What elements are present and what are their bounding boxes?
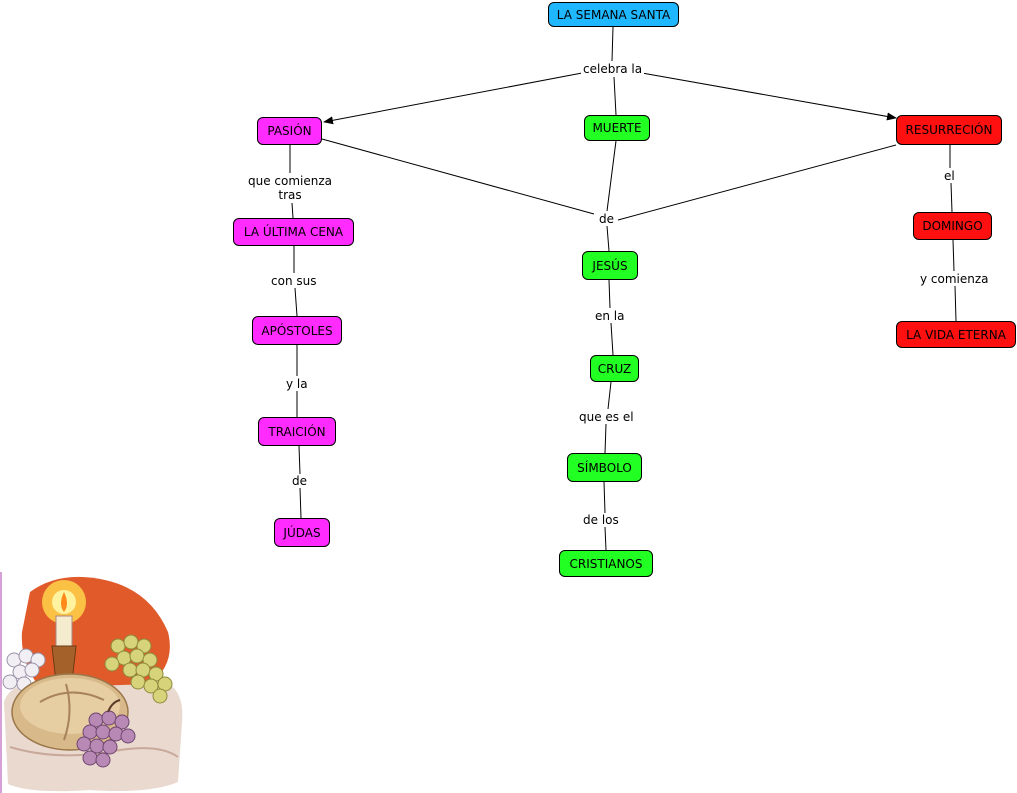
edge-quees-simbolo [604, 423, 607, 454]
edge-celebra-pasion [323, 72, 583, 125]
link-label-y-la: y la [284, 377, 310, 391]
link-label-de-los: de los [581, 513, 621, 527]
edge-de-jesus [606, 225, 610, 252]
last-supper-bread-grapes-candle-icon [0, 572, 183, 793]
edge-quecomienza-ultimacena [291, 202, 294, 219]
edge-resurreccion-de [617, 144, 897, 221]
edge-celebra-muerte [613, 76, 617, 116]
node-simbolo[interactable]: SÍMBOLO [567, 453, 642, 482]
edge-muerte-de [606, 140, 617, 212]
link-label-que-comienza-tras: que comienza tras [246, 174, 335, 202]
edge-semana-santa-celebra [611, 26, 614, 62]
link-label-que-es-el: que es el [577, 410, 636, 424]
node-la-ultima-cena[interactable]: LA ÚLTIMA CENA [233, 218, 354, 246]
node-muerte[interactable]: MUERTE [584, 115, 650, 141]
edge-ycomienza-vidaeterna [954, 285, 957, 322]
link-label-en-la: en la [593, 309, 627, 323]
node-jesus[interactable]: JESÚS [582, 251, 638, 280]
node-apostoles[interactable]: APÓSTOLES [252, 316, 342, 345]
edge-cruz-quees [607, 381, 612, 410]
link-label-celebra-la: celebra la [581, 62, 645, 76]
edge-pasion-de [321, 138, 595, 215]
link-label-y-comienza: y comienza [918, 272, 991, 286]
node-cristianos[interactable]: CRISTIANOS [559, 550, 653, 577]
edge-de-judas [299, 487, 302, 519]
node-judas[interactable]: JÚDAS [274, 518, 330, 547]
edge-domingo-ycomienza [952, 239, 955, 272]
link-label-de-jesus: de [597, 212, 616, 226]
node-la-semana-santa[interactable]: LA SEMANA SANTA [548, 2, 679, 27]
edge-traicion-de [298, 445, 301, 475]
link-label-el: el [942, 169, 957, 183]
edge-consus-apostoles [294, 287, 298, 317]
edge-simbolo-delos [603, 481, 606, 514]
node-traicion[interactable]: TRAICIÓN [258, 417, 336, 446]
edge-celebra-resurreccion [641, 72, 897, 121]
node-resurrecion[interactable]: RESURRECIÓN [896, 115, 1002, 145]
edge-jesus-enla [608, 279, 611, 309]
link-label-de-judas: de [290, 474, 309, 488]
node-cruz[interactable]: CRUZ [590, 355, 639, 382]
node-pasion[interactable]: PASIÓN [257, 117, 322, 145]
node-la-vida-eterna[interactable]: LA VIDA ETERNA [896, 321, 1016, 348]
edge-enla-cruz [610, 322, 614, 356]
edge-delos-cristianos [604, 526, 607, 551]
link-label-con-sus: con sus [269, 274, 319, 288]
edge-el-domingo [950, 182, 953, 213]
node-domingo[interactable]: DOMINGO [913, 212, 992, 240]
